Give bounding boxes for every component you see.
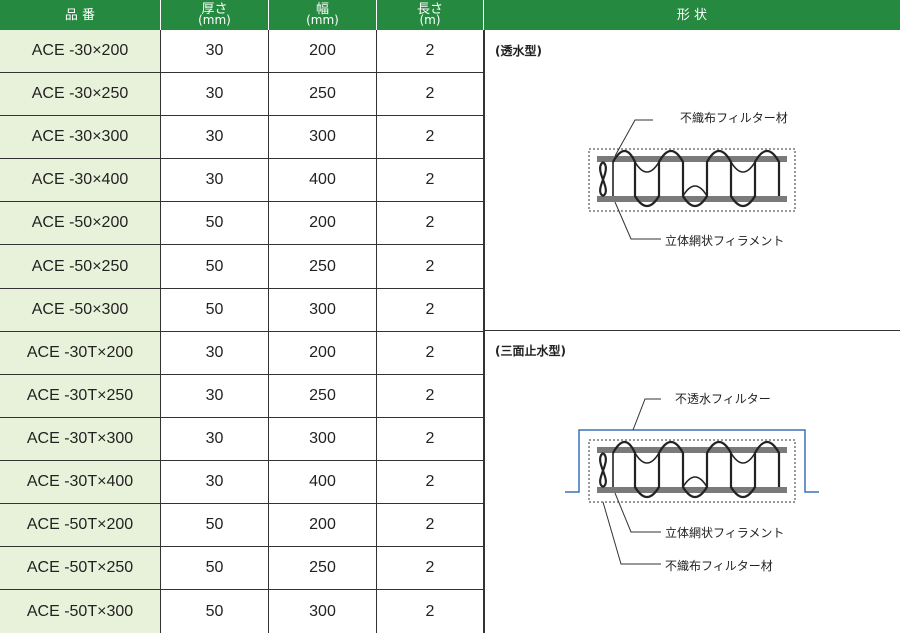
type2-top-annotation: 不透水フィルター bbox=[675, 392, 771, 406]
product-number-cell: ACE -50T×250 bbox=[0, 547, 161, 590]
type1-bottom-annotation: 立体網状フィラメント bbox=[665, 234, 785, 248]
thickness-cell: 30 bbox=[161, 417, 269, 460]
length-cell: 2 bbox=[377, 73, 484, 116]
thickness-cell: 30 bbox=[161, 116, 269, 159]
table-header: 品 番 厚さ(mm) 幅(mm) 長さ(m) 形 状 bbox=[0, 0, 900, 30]
length-cell: 2 bbox=[377, 30, 484, 73]
product-number-cell: ACE -30T×300 bbox=[0, 417, 161, 460]
thickness-cell: 30 bbox=[161, 331, 269, 374]
product-number-cell: ACE -30T×400 bbox=[0, 460, 161, 504]
product-number-cell: ACE -30×300 bbox=[0, 116, 161, 159]
thickness-cell: 30 bbox=[161, 374, 269, 417]
shape-divider bbox=[485, 330, 900, 331]
product-number-cell: ACE -50×300 bbox=[0, 288, 161, 331]
width-cell: 250 bbox=[269, 547, 377, 590]
product-number-cell: ACE -30×200 bbox=[0, 30, 161, 73]
shape-column: (透水型) 不織布フィルター材 立体網状フィラメント (三面止水型) 不透水フィ… bbox=[484, 30, 900, 633]
type2-cross-section bbox=[565, 398, 819, 565]
width-cell: 400 bbox=[269, 159, 377, 202]
product-number-cell: ACE -50×200 bbox=[0, 202, 161, 245]
width-cell: 200 bbox=[269, 202, 377, 245]
product-number-cell: ACE -30×250 bbox=[0, 73, 161, 116]
thickness-cell: 30 bbox=[161, 73, 269, 116]
cross-section-diagrams bbox=[565, 119, 819, 565]
thickness-cell: 50 bbox=[161, 504, 269, 547]
length-cell: 2 bbox=[377, 504, 484, 547]
width-cell: 250 bbox=[269, 73, 377, 116]
product-number-cell: ACE -50T×300 bbox=[0, 590, 161, 633]
thickness-cell: 30 bbox=[161, 159, 269, 202]
product-number-cell: ACE -30T×200 bbox=[0, 331, 161, 374]
thickness-cell: 30 bbox=[161, 30, 269, 73]
width-cell: 250 bbox=[269, 245, 377, 288]
length-cell: 2 bbox=[377, 547, 484, 590]
length-cell: 2 bbox=[377, 417, 484, 460]
header-shape: 形 状 bbox=[484, 0, 900, 30]
length-cell: 2 bbox=[377, 245, 484, 288]
header-product-number: 品 番 bbox=[0, 0, 161, 30]
length-cell: 2 bbox=[377, 374, 484, 417]
width-cell: 300 bbox=[269, 417, 377, 460]
type1-label: (透水型) bbox=[495, 44, 542, 58]
length-cell: 2 bbox=[377, 590, 484, 633]
thickness-cell: 50 bbox=[161, 288, 269, 331]
product-number-cell: ACE -50×250 bbox=[0, 245, 161, 288]
header-width: 幅(mm) bbox=[269, 0, 377, 30]
length-cell: 2 bbox=[377, 460, 484, 504]
thickness-cell: 50 bbox=[161, 547, 269, 590]
thickness-cell: 50 bbox=[161, 590, 269, 633]
type1-cross-section bbox=[588, 119, 796, 240]
length-cell: 2 bbox=[377, 331, 484, 374]
width-cell: 400 bbox=[269, 460, 377, 504]
width-cell: 200 bbox=[269, 331, 377, 374]
width-cell: 300 bbox=[269, 288, 377, 331]
product-number-cell: ACE -30×400 bbox=[0, 159, 161, 202]
product-number-cell: ACE -50T×200 bbox=[0, 504, 161, 547]
width-cell: 250 bbox=[269, 374, 377, 417]
thickness-cell: 50 bbox=[161, 245, 269, 288]
length-cell: 2 bbox=[377, 202, 484, 245]
product-number-cell: ACE -30T×250 bbox=[0, 374, 161, 417]
type2-label: (三面止水型) bbox=[495, 344, 566, 358]
length-cell: 2 bbox=[377, 159, 484, 202]
width-cell: 300 bbox=[269, 116, 377, 159]
length-cell: 2 bbox=[377, 116, 484, 159]
type1-top-annotation: 不織布フィルター材 bbox=[680, 111, 788, 125]
thickness-cell: 30 bbox=[161, 460, 269, 504]
length-cell: 2 bbox=[377, 288, 484, 331]
width-cell: 200 bbox=[269, 30, 377, 73]
width-cell: 300 bbox=[269, 590, 377, 633]
width-cell: 200 bbox=[269, 504, 377, 547]
type2-bottom-annotation: 不織布フィルター材 bbox=[665, 559, 773, 573]
header-length: 長さ(m) bbox=[377, 0, 484, 30]
header-thickness: 厚さ(mm) bbox=[161, 0, 269, 30]
type2-mid-annotation: 立体網状フィラメント bbox=[665, 526, 785, 540]
thickness-cell: 50 bbox=[161, 202, 269, 245]
